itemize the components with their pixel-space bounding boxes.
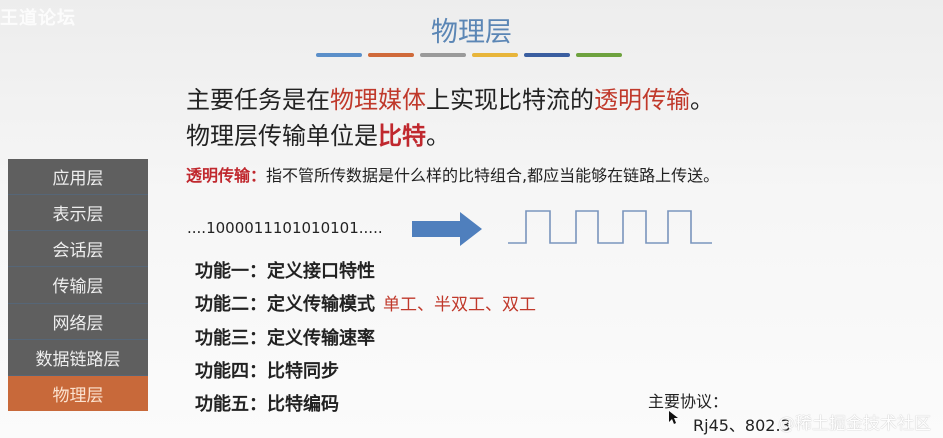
text-segment: 。: [690, 86, 714, 114]
highlight-bit: 比特: [378, 122, 426, 150]
function-list: 功能一：定义接口特性 功能二：定义传输模式单工、半双工、双工 功能三：定义传输速…: [195, 255, 536, 421]
protocols-value: Rj45、802.3: [693, 416, 791, 435]
text-segment: 上实现比特流的: [426, 86, 594, 114]
layer-sidebar: 应用层 表示层 会话层 传输层 网络层 数据链路层 物理层: [8, 159, 148, 411]
bitstream: ....1000011101010101.....: [187, 219, 383, 237]
function-text: 定义传输模式: [267, 294, 375, 315]
sidebar-item-presentation[interactable]: 表示层: [8, 195, 148, 232]
protocols-label: 主要协议：: [648, 392, 729, 411]
sidebar-item-application[interactable]: 应用层: [8, 159, 148, 196]
definition-term: 透明传输：: [186, 166, 267, 185]
function-label: 功能五：: [195, 394, 267, 415]
function-item: 功能二：定义传输模式单工、半双工、双工: [195, 288, 536, 322]
function-label: 功能二：: [195, 294, 267, 315]
function-text: 定义接口特性: [267, 261, 375, 282]
color-bar: [576, 53, 622, 57]
color-bar: [472, 53, 518, 57]
function-text: 比特同步: [267, 361, 339, 382]
slide-title: 物理层: [431, 17, 512, 48]
sidebar-item-session[interactable]: 会话层: [8, 231, 148, 268]
function-item: 功能五：比特编码: [195, 388, 536, 421]
main-task-text: 主要任务是在物理媒体上实现比特流的透明传输。: [186, 80, 714, 115]
text-segment: 主要任务是在: [186, 86, 330, 114]
color-bar: [524, 53, 570, 57]
function-text: 比特编码: [267, 394, 339, 415]
sidebar-item-physical[interactable]: 物理层: [8, 375, 148, 411]
function-item: 功能四：比特同步: [195, 355, 536, 388]
color-bar: [368, 53, 414, 57]
text-segment: 物理层传输单位是: [186, 122, 378, 150]
transmission-modes-note: 单工、半双工、双工: [383, 295, 536, 315]
mouse-cursor-icon: [669, 411, 678, 424]
function-item: 功能一：定义接口特性: [195, 255, 536, 288]
color-bar: [316, 53, 362, 57]
function-label: 功能四：: [195, 361, 267, 382]
color-bar: [420, 53, 466, 57]
function-label: 功能三：: [195, 328, 267, 349]
square-wave-signal: [508, 210, 712, 244]
title-color-bars: [316, 53, 622, 57]
definition-text: 指不管所传数据是什么样的比特组合,都应当能够在链路上传送。: [266, 166, 720, 185]
highlight-physical-medium: 物理媒体: [330, 86, 426, 114]
highlight-transparent-transmission: 透明传输: [594, 86, 690, 114]
sidebar-item-transport[interactable]: 传输层: [8, 267, 148, 304]
function-text: 定义传输速率: [267, 328, 375, 349]
sidebar-item-network[interactable]: 网络层: [8, 304, 148, 340]
juejin-watermark: @稀土掘金技术社区: [778, 414, 931, 434]
sidebar-item-data-link[interactable]: 数据链路层: [8, 340, 148, 376]
forum-watermark: 王道论坛: [0, 8, 76, 29]
function-label: 功能一：: [195, 261, 267, 282]
arrow-right-icon: [412, 212, 482, 246]
text-segment: 。: [426, 122, 450, 150]
function-item: 功能三：定义传输速率: [195, 322, 536, 355]
definition: 透明传输：指不管所传数据是什么样的比特组合,都应当能够在链路上传送。: [186, 162, 719, 186]
unit-text: 物理层传输单位是比特。: [186, 116, 450, 151]
